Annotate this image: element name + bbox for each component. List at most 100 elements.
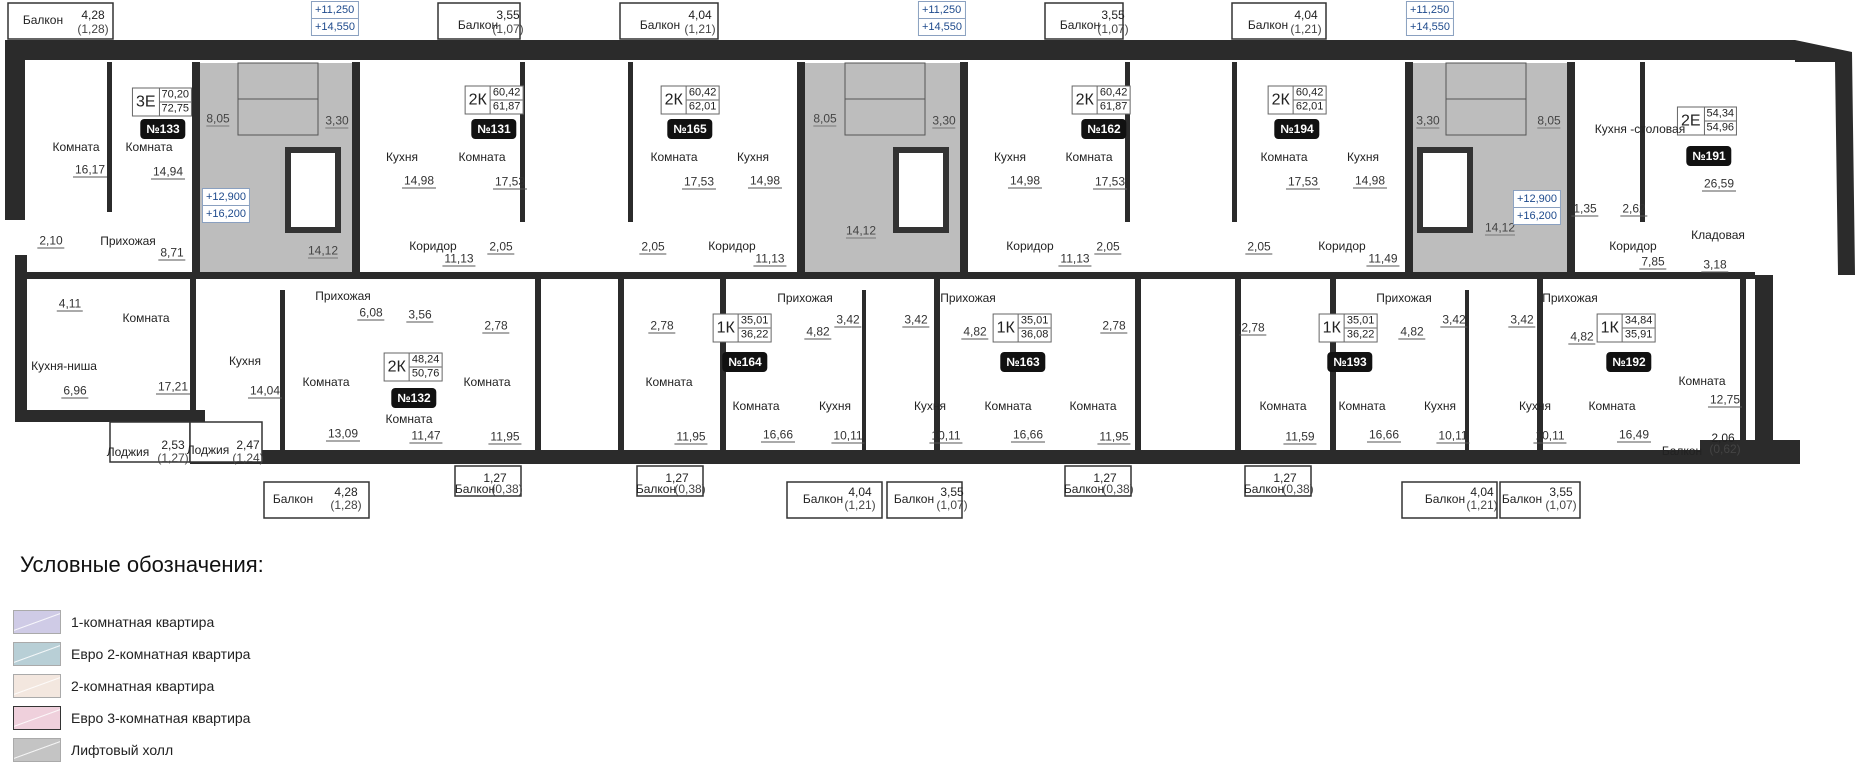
- room-name: Комната: [385, 412, 433, 426]
- hall-area-stair_a: 8,05: [813, 111, 837, 127]
- room-area: 3,42: [1508, 312, 1536, 328]
- room-name: Комната: [732, 399, 780, 413]
- balcony-coefficient: (1,28): [330, 498, 362, 512]
- room-area: 11,47: [409, 428, 443, 444]
- balcony-name: Балкон: [272, 492, 314, 506]
- room-area: 1,35: [1571, 201, 1599, 217]
- room-area: 17,53: [492, 174, 528, 190]
- lift-shafts: [285, 147, 1473, 233]
- room-area: 10,11: [831, 428, 865, 444]
- room-area: 10,11: [1436, 428, 1470, 444]
- balcony-coefficient: (1,07): [492, 22, 524, 36]
- room-area: 26,59: [1701, 176, 1737, 192]
- room-area: 17,53: [1092, 174, 1128, 190]
- balcony-coefficient: (1,07): [1097, 22, 1129, 36]
- walls: [5, 40, 1855, 464]
- room-area: 3,18: [1701, 257, 1729, 273]
- room-name: Комната: [1260, 150, 1308, 164]
- legend-swatch: [13, 738, 61, 762]
- apartment-type: 2К: [466, 86, 491, 114]
- balcony-area: 4,28: [334, 485, 358, 499]
- room-area: 2,78: [482, 318, 510, 334]
- room-area: 10,11: [929, 428, 963, 444]
- apartment-area-living: 34,84: [1622, 314, 1655, 329]
- room-name: Кладовая: [1691, 228, 1745, 242]
- room-name: Комната: [1259, 399, 1307, 413]
- room-name: Комната: [1065, 150, 1113, 164]
- balcony-coefficient: (1,21): [684, 22, 716, 36]
- room-area: 11,95: [674, 429, 708, 445]
- apartment-area-total: 35,91: [1624, 328, 1653, 341]
- balcony-coefficient: (1,21): [1466, 498, 1498, 512]
- room-area: 17,53: [1285, 174, 1321, 190]
- hall-area-stair_b: 3,30: [932, 113, 956, 129]
- room-area: 4,82: [961, 324, 989, 340]
- room-name: Прихожая: [100, 234, 156, 248]
- room-area: 3,56: [406, 307, 434, 323]
- apartment-type: 1К: [1320, 314, 1345, 342]
- apartment-number-badge: №133: [140, 119, 186, 139]
- apartment-area-total: 62,01: [1295, 100, 1324, 113]
- balcony-name: Балкон: [1059, 18, 1101, 32]
- apartment-number-badge: №164: [722, 352, 768, 372]
- room-name: Кухня: [228, 354, 262, 368]
- room-name: Комната: [463, 375, 511, 389]
- room-area: 11,59: [1283, 429, 1317, 445]
- balcony-coefficient: (0,38): [674, 482, 706, 496]
- room-name: Комната: [52, 140, 100, 154]
- room-area: 16,66: [1366, 427, 1402, 443]
- room-area: 2,05: [1245, 239, 1273, 255]
- apartment-area-total: 50,76: [411, 367, 440, 380]
- room-name: Коридор: [409, 239, 457, 253]
- room-name: Кухня: [1518, 399, 1552, 413]
- room-area: 16,17: [72, 162, 108, 178]
- apartment-area-living: 70,20: [159, 88, 192, 103]
- room-area: 2,05: [487, 239, 515, 255]
- elevation-marker-hall: +12,900+16,200: [1512, 190, 1562, 225]
- room-name: Комната: [122, 311, 170, 325]
- room-area: 16,66: [760, 427, 796, 443]
- apartment-type: 1К: [714, 314, 739, 342]
- elevation-value: +16,200: [205, 208, 247, 220]
- legend-label: Лифтовый холл: [71, 742, 174, 758]
- elevation-value: +11,250: [311, 2, 359, 19]
- room-name: Комната: [984, 399, 1032, 413]
- apartment-area-total: 61,87: [492, 100, 521, 113]
- apartment-number-badge: №131: [471, 119, 517, 139]
- room-area: 11,13: [753, 251, 787, 267]
- room-area: 12,75: [1707, 392, 1743, 408]
- room-area: 14,98: [747, 173, 783, 189]
- apartment-area-total: 54,96: [1706, 121, 1735, 134]
- apartment-area-living: 60,42: [1293, 86, 1326, 101]
- room-area: 14,98: [1007, 173, 1043, 189]
- balcony-coefficient: (0,62): [1709, 442, 1741, 456]
- room-area: 2,10: [37, 233, 65, 249]
- room-name: Прихожая: [1376, 291, 1432, 305]
- room-area: 6,08: [357, 305, 385, 321]
- apartment-area-total: 72,75: [161, 102, 190, 115]
- legend-swatch: [13, 642, 61, 666]
- room-name: Комната: [645, 375, 693, 389]
- room-name: Коридор: [1006, 239, 1054, 253]
- room-area: 16,66: [1010, 427, 1046, 443]
- room-name: Кухня: [385, 150, 419, 164]
- room-name: Комната: [302, 375, 350, 389]
- room-area: 16,49: [1616, 427, 1652, 443]
- apartment-type: 3Е: [133, 88, 160, 116]
- balcony-name: Балкон: [457, 18, 499, 32]
- balcony-outlines: [7, 2, 1581, 519]
- room-name: Кухня: [993, 150, 1027, 164]
- legend-label: Евро 3-комнатная квартира: [71, 710, 251, 726]
